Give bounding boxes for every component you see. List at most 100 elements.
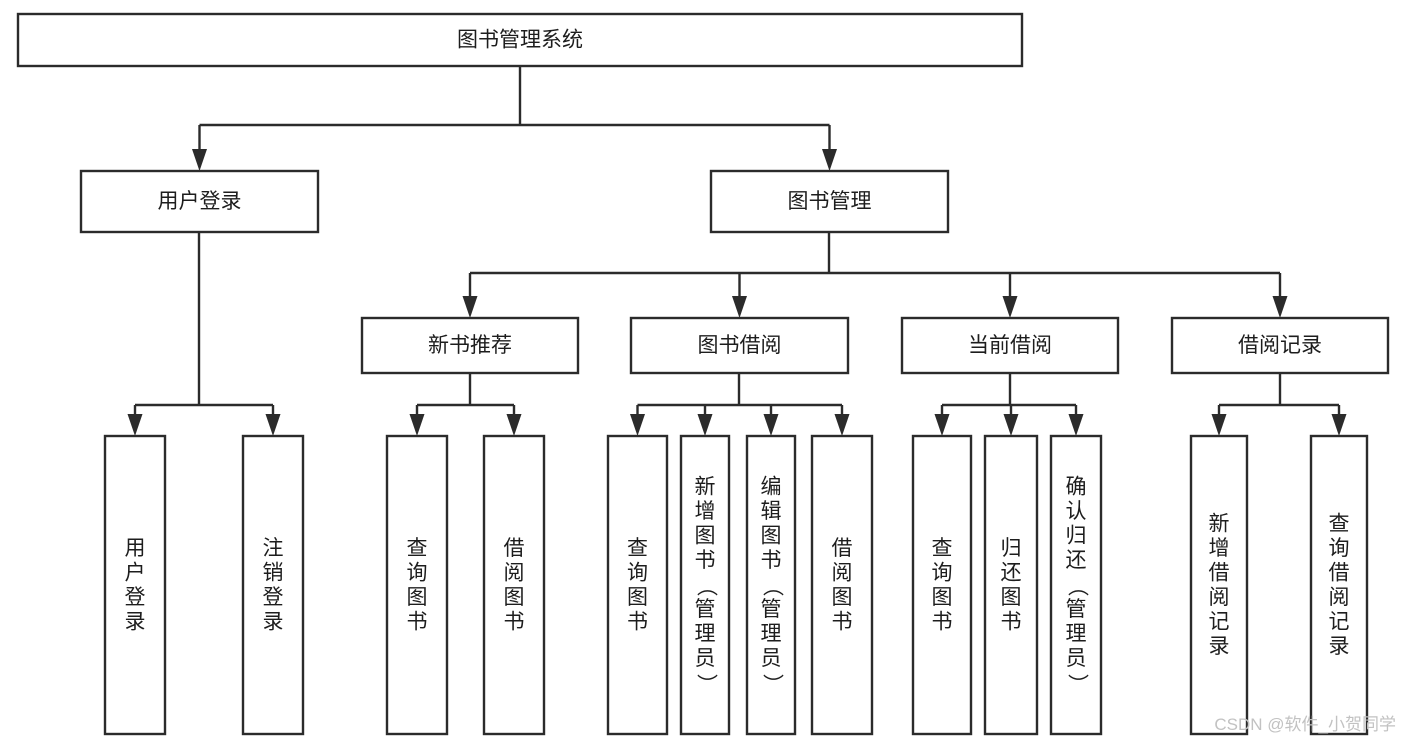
node-label-char: 书 xyxy=(1001,610,1022,633)
node-label-char: 图 xyxy=(627,586,648,609)
node-box-leaf-add-book-admin[interactable] xyxy=(679,434,731,736)
node-label-char: （ xyxy=(760,576,783,597)
node-label-char: 阅 xyxy=(832,561,853,584)
node-label-char: 询 xyxy=(1329,537,1350,560)
node-box-root[interactable] xyxy=(16,12,1024,68)
node-box-new-book-rec[interactable] xyxy=(360,316,580,375)
node-label-char: 辑 xyxy=(761,500,782,523)
arrow-head-icon xyxy=(822,149,837,171)
node-label-book-manage: 图书管理 xyxy=(788,190,872,213)
arrow-head-icon xyxy=(462,296,478,318)
node-label-char: 增 xyxy=(695,500,716,523)
node-user-login[interactable]: 用户登录 xyxy=(79,169,320,234)
node-box-book-manage[interactable] xyxy=(709,169,950,234)
node-label-char: 归 xyxy=(1001,537,1022,560)
node-label-char: 户 xyxy=(125,561,146,584)
node-label-char: 询 xyxy=(627,561,648,584)
node-box-current-borrow[interactable] xyxy=(900,316,1120,375)
node-label-char: 理 xyxy=(695,623,716,646)
node-box-leaf-user-logout[interactable] xyxy=(241,434,305,736)
node-label-current-borrow: 当前借阅 xyxy=(968,334,1052,357)
arrow-head-icon xyxy=(409,414,425,436)
arrow-head-icon xyxy=(1003,414,1019,436)
connector-group-new-book-rec xyxy=(409,373,522,436)
node-label-char: ） xyxy=(1065,674,1088,695)
node-box-leaf-return-book[interactable] xyxy=(983,434,1039,736)
node-label-char: 借 xyxy=(1209,561,1230,584)
node-box-leaf-query-book-rec[interactable] xyxy=(385,434,449,736)
connector-group-borrow-record xyxy=(1211,373,1347,436)
node-label-borrow-record: 借阅记录 xyxy=(1238,334,1322,357)
node-label-char: 注 xyxy=(263,537,284,560)
arrow-head-icon xyxy=(834,414,850,436)
connector-group-current-borrow xyxy=(934,373,1084,436)
node-label-char: 增 xyxy=(1209,537,1230,560)
node-label-char: 阅 xyxy=(1209,586,1230,609)
node-book-manage[interactable]: 图书管理 xyxy=(709,169,950,234)
node-label-char: 员 xyxy=(1066,647,1087,670)
node-label-char: 查 xyxy=(627,537,648,560)
node-current-borrow[interactable]: 当前借阅 xyxy=(900,316,1120,375)
node-label-char: 记 xyxy=(1329,610,1350,633)
node-label-char: 归 xyxy=(1066,525,1087,548)
node-label-char: 图 xyxy=(695,525,716,548)
node-leaf-user-login[interactable]: 用户登录 xyxy=(103,434,167,736)
node-root[interactable]: 图书管理系统 xyxy=(16,12,1024,68)
node-box-leaf-query-book-current[interactable] xyxy=(911,434,973,736)
node-label-char: 还 xyxy=(1066,549,1087,572)
node-label-char: 图 xyxy=(1001,586,1022,609)
node-label-char: 书 xyxy=(407,610,428,633)
arrow-head-icon xyxy=(1331,414,1347,436)
node-box-book-borrow[interactable] xyxy=(629,316,850,375)
node-label-char: ） xyxy=(694,674,717,695)
node-book-borrow[interactable]: 图书借阅 xyxy=(629,316,850,375)
node-label-char: 阅 xyxy=(1329,586,1350,609)
node-box-leaf-edit-book-admin[interactable] xyxy=(745,434,797,736)
node-label-char: 录 xyxy=(1329,635,1350,658)
node-label-char: 录 xyxy=(125,610,146,633)
node-label-char: 确 xyxy=(1066,476,1087,499)
node-borrow-record[interactable]: 借阅记录 xyxy=(1170,316,1390,375)
node-box-leaf-query-book-borrow[interactable] xyxy=(606,434,669,736)
node-label-char: 图 xyxy=(407,586,428,609)
node-label-char: 询 xyxy=(407,561,428,584)
node-label-char: 查 xyxy=(1329,512,1350,535)
node-label-char: （ xyxy=(694,576,717,597)
node-box-leaf-borrow-book[interactable] xyxy=(810,434,874,736)
node-label-char: 图 xyxy=(832,586,853,609)
arrow-head-icon xyxy=(763,414,779,436)
node-box-leaf-confirm-return-admin[interactable] xyxy=(1049,434,1103,736)
arrow-head-icon xyxy=(1272,296,1288,318)
node-label-char: 书 xyxy=(932,610,953,633)
node-box-user-login[interactable] xyxy=(79,169,320,234)
node-layer: 图书管理系统用户登录图书管理新书推荐图书借阅当前借阅借阅记录用户登录注销登录查询… xyxy=(16,12,1390,736)
node-label-char: 借 xyxy=(1329,561,1350,584)
node-box-borrow-record[interactable] xyxy=(1170,316,1390,375)
node-box-leaf-user-login[interactable] xyxy=(103,434,167,736)
node-box-leaf-query-borrow-record[interactable] xyxy=(1309,434,1369,736)
arrow-head-icon xyxy=(630,414,645,436)
node-label-char: ） xyxy=(760,674,783,695)
node-label-char: 录 xyxy=(1209,635,1230,658)
node-label-char: 录 xyxy=(263,610,284,633)
node-label-char: 新 xyxy=(1209,512,1230,535)
node-new-book-rec[interactable]: 新书推荐 xyxy=(360,316,580,375)
node-label-char: 书 xyxy=(695,549,716,572)
node-box-leaf-add-borrow-record[interactable] xyxy=(1189,434,1249,736)
node-label-char: 查 xyxy=(932,537,953,560)
arrow-head-icon xyxy=(934,414,950,436)
node-box-leaf-borrow-book-rec[interactable] xyxy=(482,434,546,736)
